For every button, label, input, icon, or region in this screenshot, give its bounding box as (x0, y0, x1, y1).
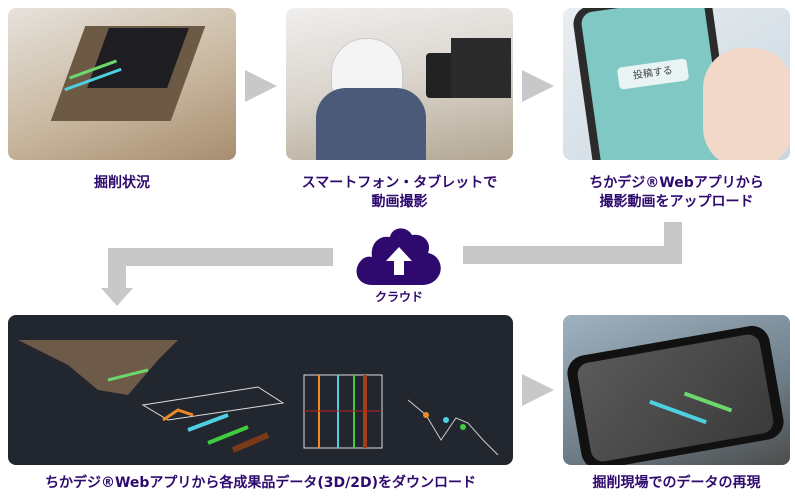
step1-caption: 掘削状況 (94, 175, 150, 191)
flow-arrow-left-horizontal (108, 248, 333, 266)
arrow-right-icon (245, 70, 277, 102)
step3-caption-line2: 撮影動画をアップロード (599, 194, 754, 210)
cloud-label: クラウド (374, 290, 423, 304)
step3-caption: ちかデジ®Webアプリから 撮影動画をアップロード (553, 174, 795, 212)
cad-drawings (18, 340, 499, 456)
step2-caption: スマートフォン・タブレットで 動画撮影 (276, 174, 523, 212)
3d-model (18, 340, 178, 395)
phone-app-photo: 投稿する (563, 8, 790, 160)
flow-arrow-right-horizontal (463, 246, 682, 264)
cloud-upload-icon (356, 228, 441, 285)
arrow-right-icon (522, 374, 554, 406)
step2-caption-line2: 動画撮影 (371, 194, 428, 210)
step3-caption-line1: ちかデジ®Webアプリから (589, 175, 764, 191)
data-download-panel (8, 315, 513, 465)
arrow-right-icon (522, 70, 554, 102)
worker-filming-photo (286, 8, 513, 160)
step5-caption: 掘削現場でのデータの再現 (592, 475, 761, 491)
step4-caption: ちかデジ®Webアプリから各成果品データ(3D/2D)をダウンロード (44, 475, 477, 491)
excavation-photo (8, 8, 236, 160)
step2-caption-line1: スマートフォン・タブレットで (301, 175, 498, 191)
arrow-down-icon (101, 288, 133, 306)
ar-reproduction-photo (563, 315, 790, 465)
flow-arrow-left-vertical (108, 248, 126, 290)
